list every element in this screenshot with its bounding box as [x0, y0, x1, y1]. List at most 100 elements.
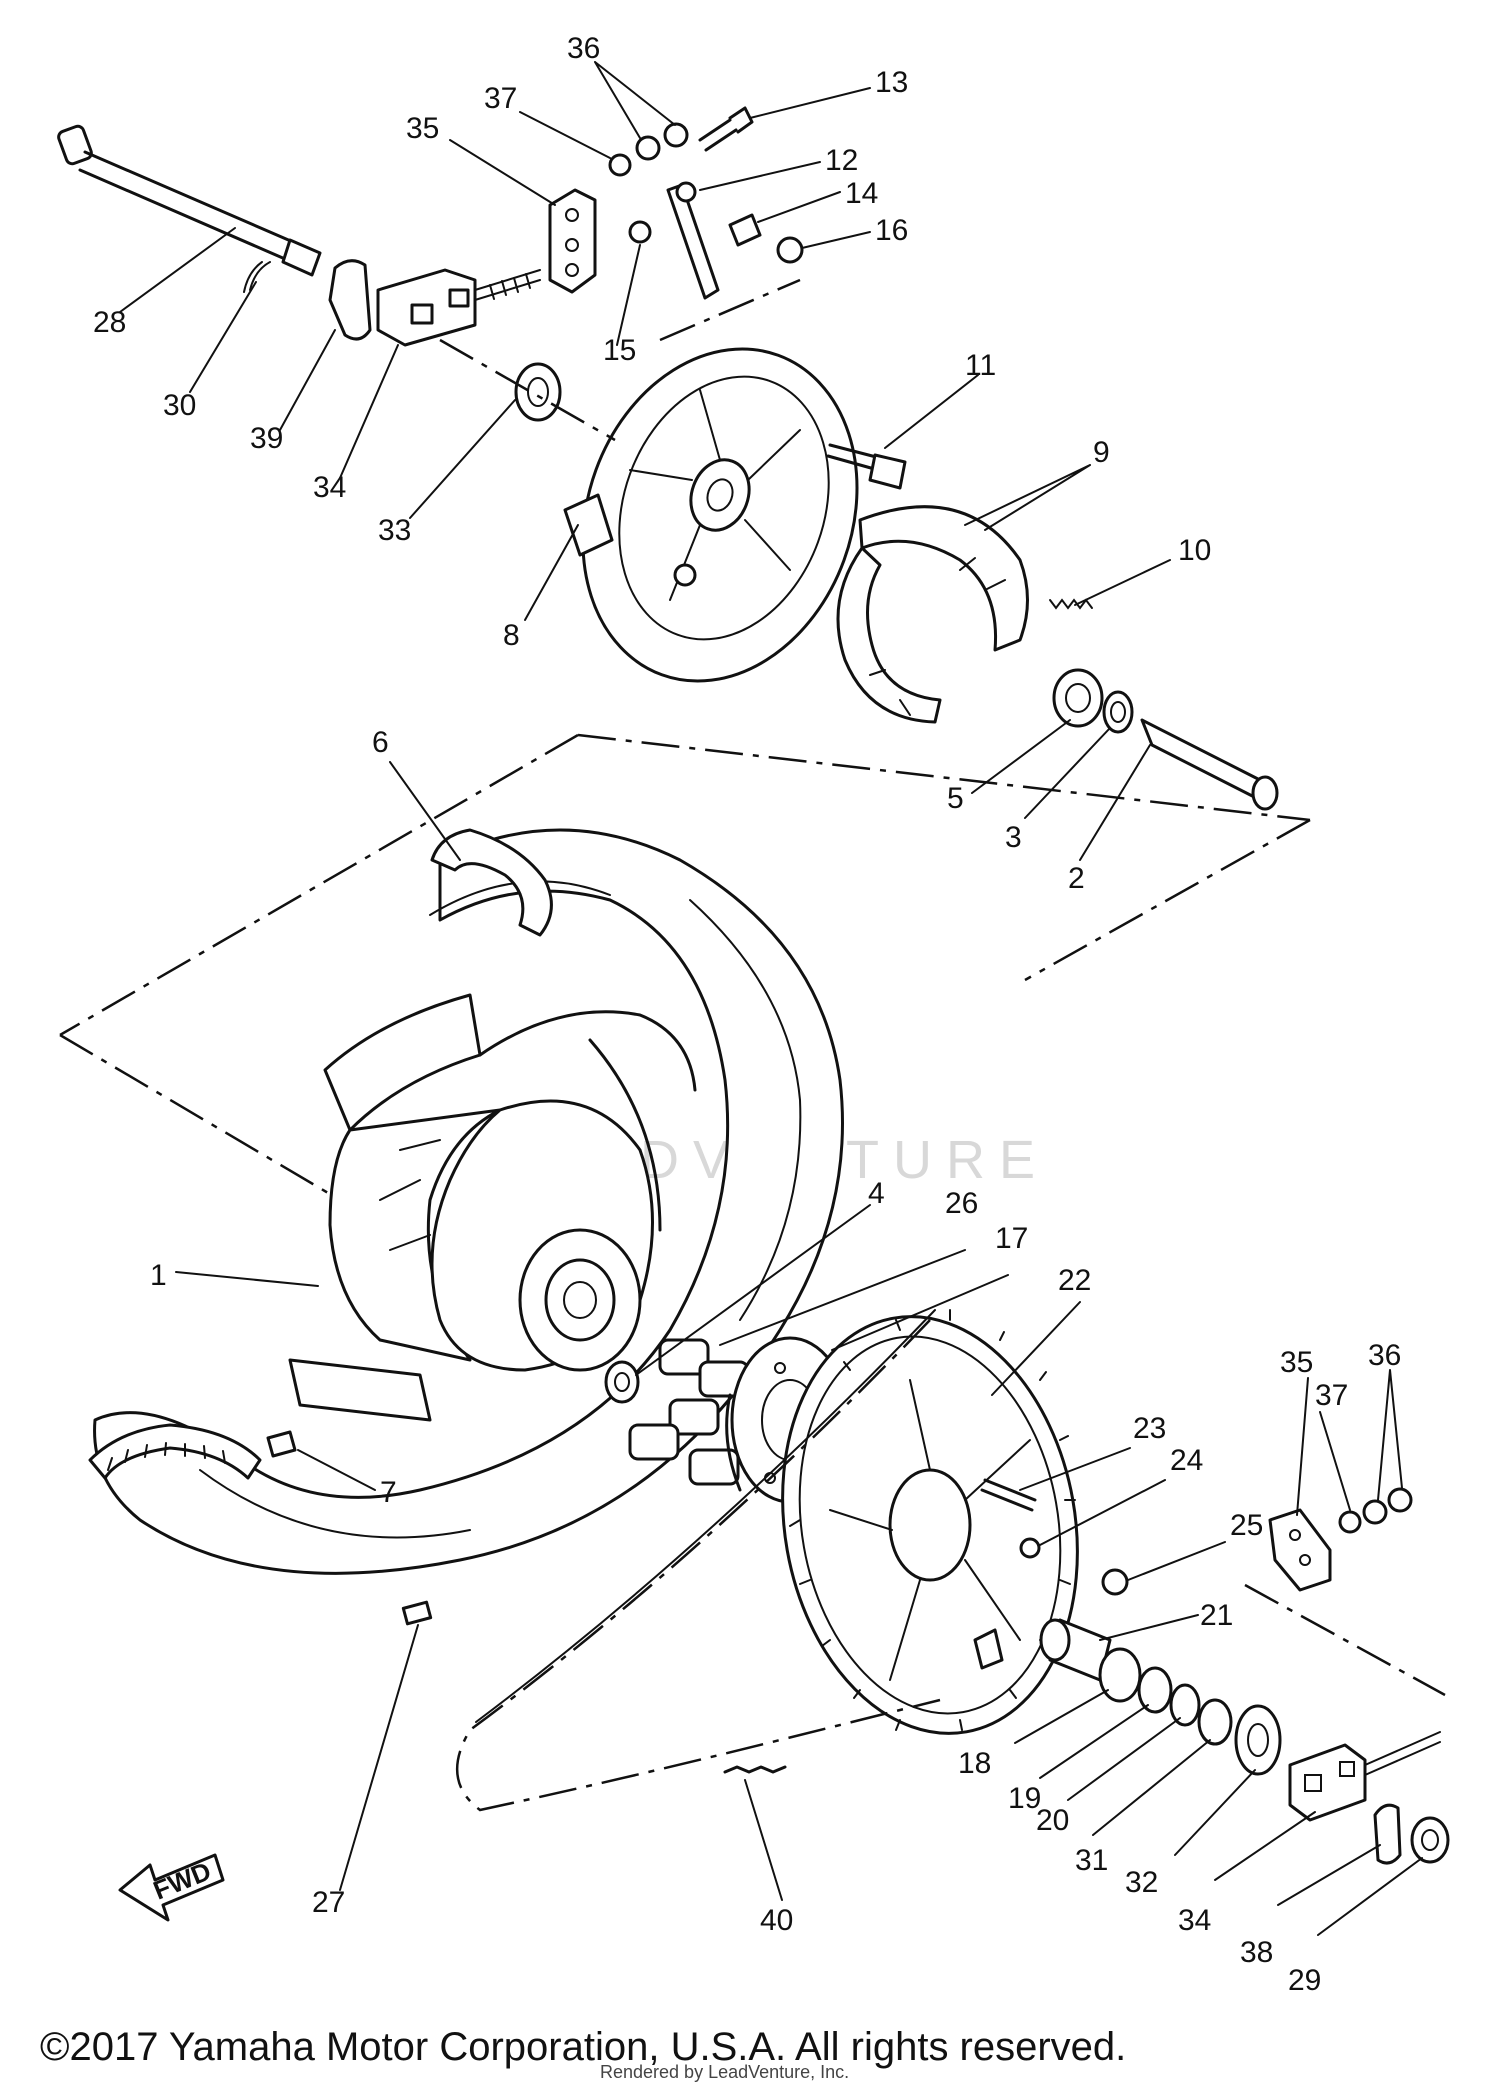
label-10: 10	[1178, 534, 1211, 567]
label-19: 19	[1008, 1782, 1041, 1815]
label-25: 25	[1230, 1509, 1263, 1542]
label-22: 22	[1058, 1264, 1091, 1297]
balance-weight-part-27	[401, 1600, 433, 1626]
collar-part-31	[1197, 1698, 1233, 1746]
assembly-outline-right	[1024, 818, 1311, 982]
oil-seal-part-19	[1137, 1666, 1173, 1714]
label-23: 23	[1133, 1412, 1166, 1445]
label-36a: 36	[567, 32, 600, 65]
adjuster-plate-part-38	[1373, 1803, 1402, 1865]
label-6: 6	[372, 726, 389, 759]
label-18: 18	[958, 1747, 991, 1780]
chain-joint-piece	[973, 1628, 1004, 1670]
label-16: 16	[875, 214, 908, 247]
brake-camshaft-part-11	[826, 443, 907, 490]
nut-part-36d	[1387, 1487, 1413, 1513]
nut-part-36a	[635, 135, 661, 161]
label-35b: 35	[1280, 1346, 1313, 1379]
label-12: 12	[825, 144, 858, 177]
chain-adjuster-left-part-34	[328, 259, 541, 347]
plate-part-32	[1234, 1704, 1282, 1776]
label-31: 31	[1075, 1844, 1108, 1877]
assembly-line-brake-arm	[659, 278, 801, 342]
label-3: 3	[1005, 821, 1022, 854]
label-1: 1	[150, 1259, 167, 1292]
bearing-part-5	[1052, 668, 1104, 728]
label-28: 28	[93, 306, 126, 339]
leader-lines	[119, 61, 1423, 1936]
assembly-line-right-plate	[1244, 1583, 1446, 1697]
brake-arm-part-12	[666, 183, 720, 300]
adjuster-plate-part-35-right	[1268, 1508, 1332, 1592]
copyright-text: ©2017 Yamaha Motor Corporation, U.S.A. A…	[40, 2025, 1126, 2069]
label-7: 7	[380, 1476, 397, 1509]
nut-part-36c	[1362, 1499, 1388, 1525]
drive-chain	[455, 1309, 941, 1812]
wheel-rim-part-1	[288, 1010, 697, 1422]
rim-band-part-7	[88, 1423, 297, 1480]
assembly-line-axle	[439, 338, 616, 442]
bolt-part-13	[698, 106, 754, 152]
axle-part-28	[57, 124, 322, 277]
collar-part-33	[514, 362, 562, 422]
label-39: 39	[250, 422, 283, 455]
label-36b: 36	[1368, 1339, 1401, 1372]
sprocket-nut-part-25	[1101, 1568, 1129, 1596]
brake-arm-pin-part-12	[675, 181, 697, 203]
label-20: 20	[1036, 1804, 1069, 1837]
label-38: 38	[1240, 1936, 1273, 1969]
label-32: 32	[1125, 1866, 1158, 1899]
label-27: 27	[312, 1886, 345, 1919]
label-34b: 34	[1178, 1904, 1211, 1937]
label-14: 14	[845, 177, 878, 210]
forward-direction-arrow-icon: FWD	[118, 1853, 225, 1922]
label-13: 13	[875, 66, 908, 99]
label-8: 8	[503, 619, 520, 652]
rendered-by-text: Rendered by LeadVenture, Inc.	[600, 2062, 849, 2082]
spacer-part-2	[1140, 718, 1279, 811]
label-24: 24	[1170, 1444, 1203, 1477]
label-11: 11	[965, 349, 996, 382]
tube-part-6	[323, 828, 553, 1132]
assembly-outline-wheel	[59, 733, 1311, 1202]
circlip-part-20	[1169, 1683, 1201, 1727]
label-4: 4	[868, 1177, 885, 1210]
lock-washer-part-24	[1019, 1537, 1041, 1559]
brake-spring-part-10	[1049, 598, 1093, 610]
label-26: 26	[945, 1187, 978, 1220]
label-29: 29	[1288, 1964, 1321, 1997]
chain-adjuster-right-part-34	[1288, 1731, 1441, 1822]
oil-seal-part-3	[1102, 690, 1134, 734]
washer-part-16	[776, 236, 804, 264]
bearing-part-18	[1098, 1647, 1142, 1703]
label-37b: 37	[1315, 1379, 1348, 1412]
washer-part-37-right	[1338, 1510, 1362, 1534]
label-9: 9	[1093, 436, 1110, 469]
sprocket-bolt-part-23	[980, 1478, 1037, 1512]
part-number-labels: 36 37 35 13 12 14 16 15 28 30 39 34 33 1…	[93, 32, 1401, 1997]
nut-part-15	[628, 220, 652, 244]
adjuster-plate-part-35	[548, 188, 597, 294]
label-40: 40	[760, 1904, 793, 1937]
label-21: 21	[1200, 1599, 1233, 1632]
rear-sprocket-part-22	[781, 1309, 1079, 1735]
label-2: 2	[1068, 862, 1085, 895]
washer-part-37	[608, 153, 632, 177]
brake-shoes-part-9	[836, 505, 1029, 724]
label-34a: 34	[313, 471, 346, 504]
cotter-pin-part-30	[243, 261, 271, 293]
nut-part-36b	[663, 122, 689, 148]
label-15: 15	[603, 334, 636, 367]
indicator-part-14	[728, 213, 762, 247]
label-30: 30	[163, 389, 196, 422]
brake-shoe-plate-part-8	[563, 347, 859, 683]
label-5: 5	[947, 782, 964, 815]
label-17: 17	[995, 1222, 1028, 1255]
label-35a: 35	[406, 112, 439, 145]
label-33: 33	[378, 514, 411, 547]
axle-nut-part-29	[1410, 1816, 1450, 1864]
bearing-part-4	[604, 1360, 640, 1404]
chain-joint-part-40	[723, 1765, 787, 1774]
label-37a: 37	[484, 82, 517, 115]
